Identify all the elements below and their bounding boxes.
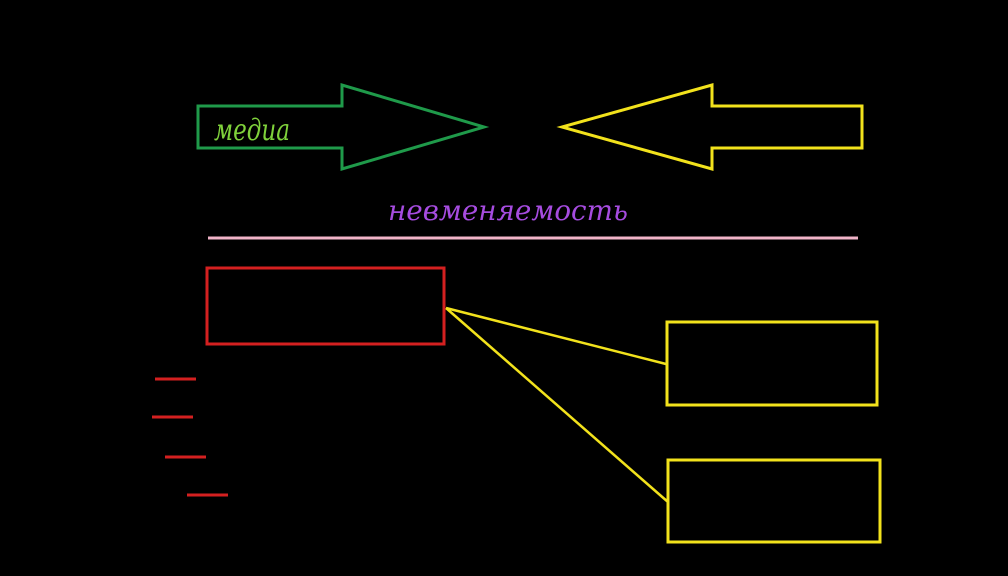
right-box-1 — [665, 320, 879, 407]
connector-to-box-1 — [445, 306, 667, 366]
right-box-2 — [666, 458, 882, 544]
top-box — [205, 266, 446, 346]
connector-to-box-2 — [445, 307, 669, 503]
center-word: невменяемость — [388, 194, 628, 227]
left-arrow-right-icon — [196, 82, 490, 172]
left-arrow-label: медиа — [214, 113, 290, 148]
right-arrow-left-icon — [556, 83, 864, 171]
